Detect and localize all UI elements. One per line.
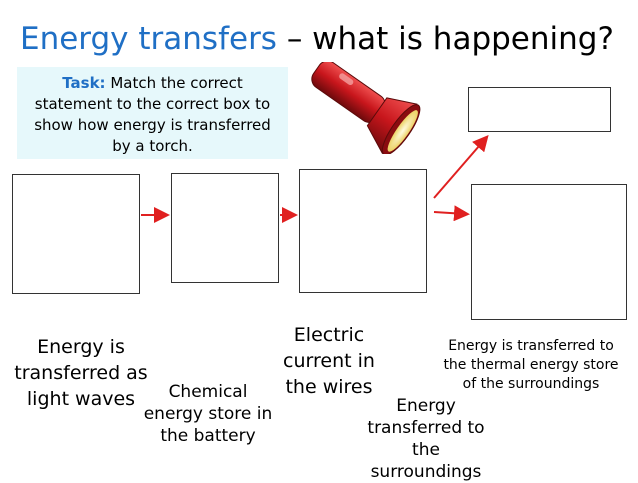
title-highlight: Energy transfers [20,21,277,57]
statement-energy-surroundings[interactable]: Energy transferred to the surroundings [367,396,485,482]
answer-box-4[interactable] [468,87,611,132]
title-rest: – what is happening? [276,21,614,57]
page-title: Energy transfers – what is happening? [20,14,630,64]
task-text: Match the correct statement to the corre… [34,74,271,155]
statement-chemical-store[interactable]: Chemical energy store in the battery [143,382,273,446]
task-panel: Task: Match the correct statement to the… [17,67,288,159]
task-label: Task: [62,74,106,92]
answer-box-5[interactable] [471,184,627,320]
torch-icon [306,60,434,156]
arrow-4 [433,134,489,199]
statement-thermal-store[interactable]: Energy is transferred to the thermal ene… [443,338,619,392]
answer-box-1[interactable] [12,174,140,294]
statement-light-waves[interactable]: Energy is transferred as light waves [14,336,148,410]
answer-box-3[interactable] [299,169,427,293]
statement-electric-current[interactable]: Electric current in the wires [283,324,375,398]
answer-box-2[interactable] [171,173,279,283]
arrow-3 [433,205,470,222]
